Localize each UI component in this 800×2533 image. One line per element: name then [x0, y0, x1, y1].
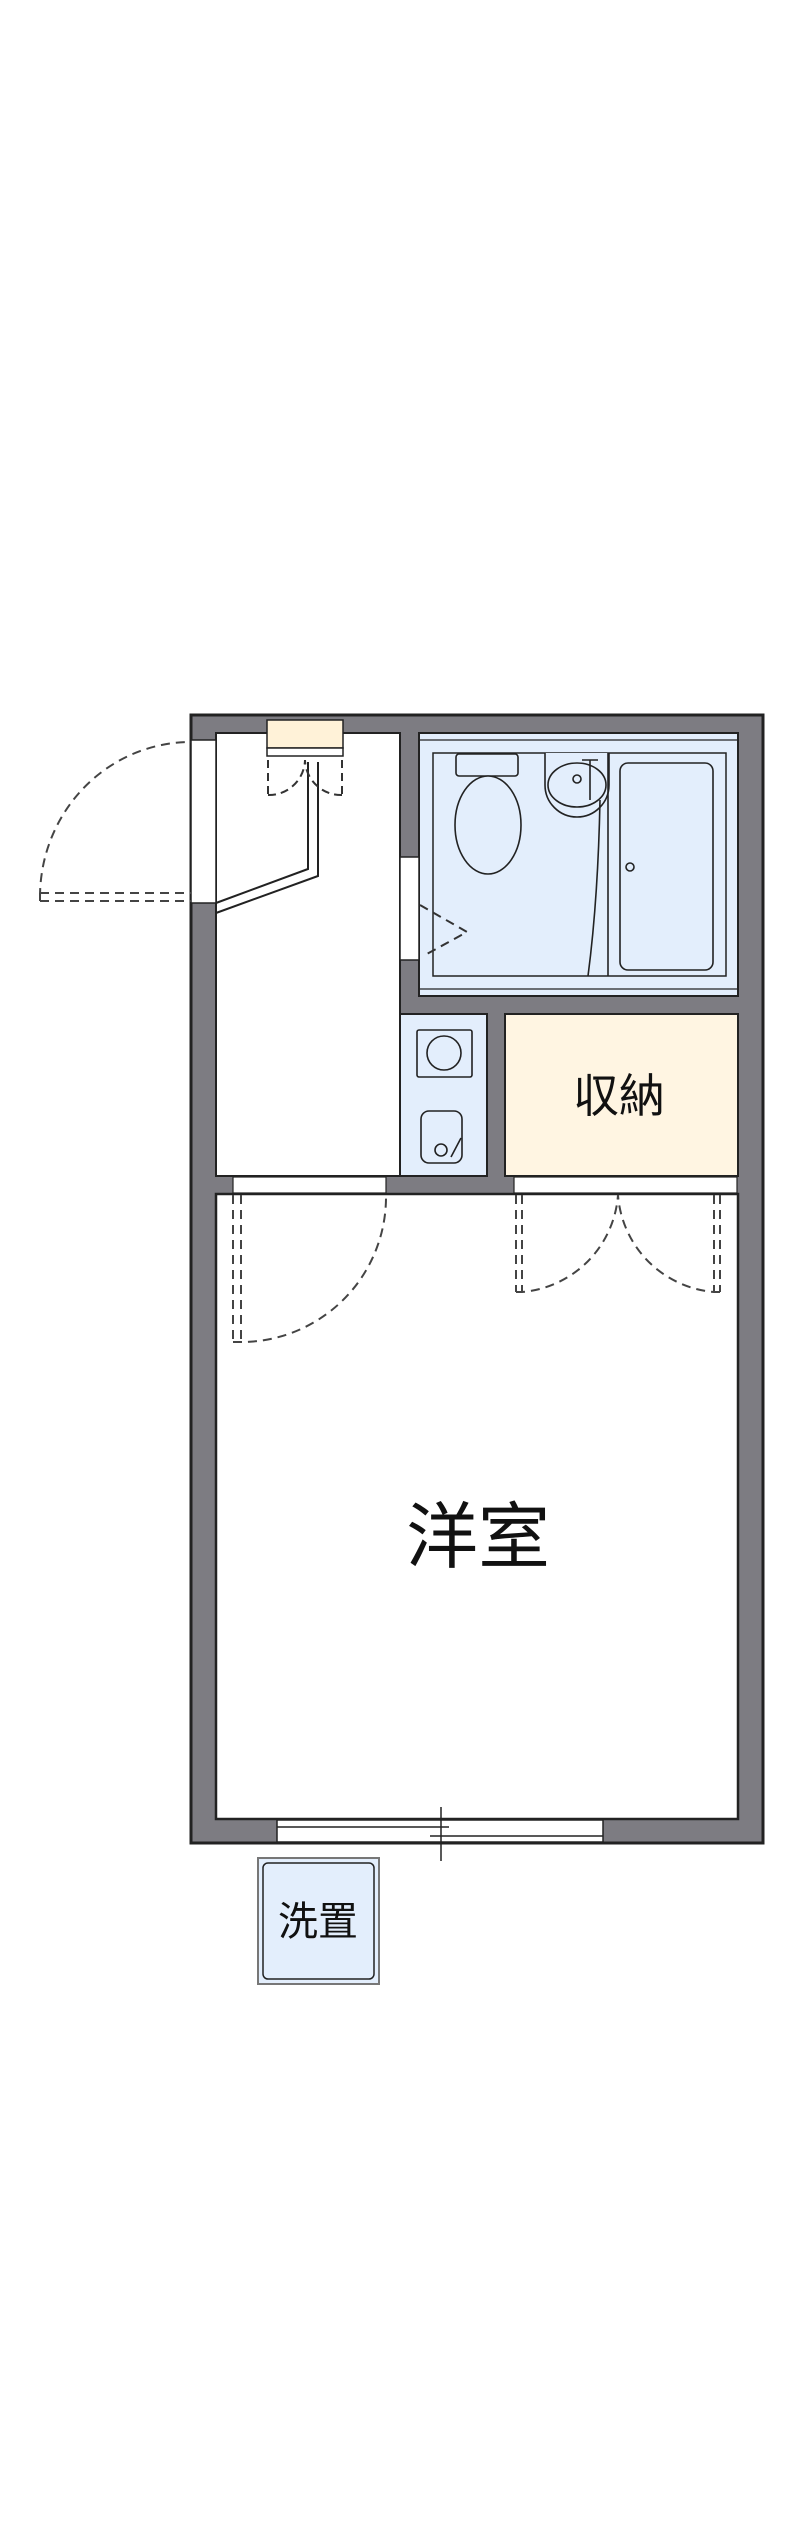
shoe-box-door-swing [267, 759, 343, 797]
stove-icon [416, 1029, 473, 1078]
bathroom-door-opening [399, 856, 420, 961]
storage-door-opening [513, 1176, 738, 1194]
shoe-box [266, 719, 344, 749]
entrance-door-opening [190, 739, 217, 904]
shower-curtain [587, 799, 601, 977]
bathtub-icon [619, 762, 714, 971]
balcony-window [276, 1819, 604, 1843]
room-door-swing [232, 1194, 388, 1343]
bathroom-door-swing [419, 904, 470, 956]
western-room-label: 洋室 [406, 1495, 550, 1579]
sink-icon [544, 753, 610, 818]
entrance-door-swing [39, 741, 192, 898]
room-door-opening [232, 1176, 387, 1194]
washer-space [257, 1857, 380, 1985]
western-room [214, 1192, 740, 1821]
storage-label: 収納 [573, 1069, 665, 1123]
storage-door-swing [515, 1194, 721, 1293]
storage-room [504, 1013, 739, 1177]
kitchen-sink-icon [420, 1110, 463, 1164]
toilet-icon [454, 753, 522, 875]
window-sashes [277, 1807, 603, 1861]
genkan-step [215, 762, 319, 914]
entrance-door-leaf [39, 892, 191, 902]
washer-space-label: 洗置 [278, 1899, 358, 1945]
shoe-box-door [266, 747, 344, 757]
